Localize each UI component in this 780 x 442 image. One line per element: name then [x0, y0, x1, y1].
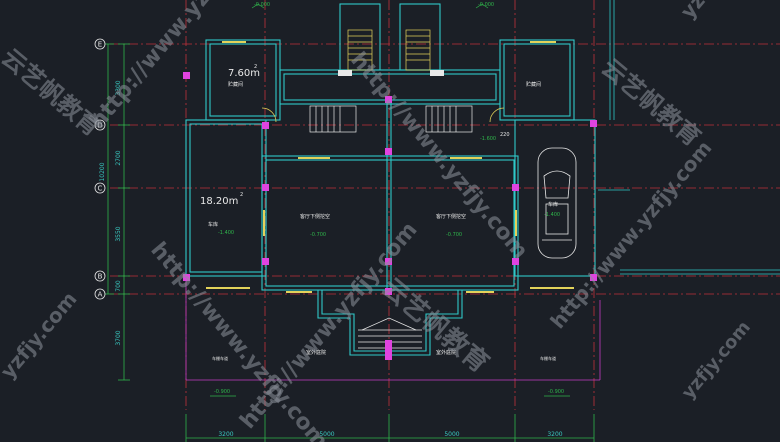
step-dim-label: 220 [500, 132, 510, 138]
watermark-url-5: http://www.yzfjy.com [545, 136, 716, 333]
dim-left-4: 700 [115, 280, 122, 292]
dim-bottom-1: 3200 [218, 431, 233, 438]
watermark-short-3: yzfjy.com [678, 317, 755, 403]
level-ext-left: -0.900 [214, 389, 230, 395]
level-stair-right: -1.600 [480, 136, 496, 142]
room-label-basement-left: 客厅下侧挖空 [300, 213, 330, 220]
area-storage-sup: 2 [254, 64, 257, 70]
grid-label-a: A [98, 291, 103, 299]
level-basement-right: -0.700 [446, 232, 462, 238]
watermark-brand-1: 云艺帆教育 [0, 43, 106, 142]
dim-left-5: 3700 [115, 330, 122, 345]
room-label-yard-right: 室外庭院 [436, 349, 456, 356]
room-label-basement-right: 客厅下侧挖空 [436, 213, 466, 220]
room-label-yard-left: 室外庭院 [306, 349, 326, 356]
room-label-storage-left: 贮藏间 [228, 81, 243, 88]
dim-bottom-2: 5000 [319, 431, 334, 438]
area-storage: 7.60m [228, 68, 260, 79]
room-label-garage-right: 车库 [548, 201, 558, 208]
level-basement-left: -0.700 [310, 232, 326, 238]
watermark-url-4: http://www.yzfjy.com [235, 218, 422, 434]
level-top-right: -0.000 [478, 2, 494, 8]
watermark-short-1: yzfjy.com [675, 0, 761, 23]
bottom-dimension-chain [185, 414, 595, 442]
dim-left-3: 3550 [115, 226, 122, 241]
grid-bubble-e [94, 38, 106, 50]
grid-label-b: B [98, 273, 103, 281]
left-dimension-chain [102, 43, 130, 381]
area-garage: 18.20m [200, 196, 238, 207]
level-garage-left: -1.400 [218, 230, 234, 236]
grid-bubble-d [94, 119, 106, 131]
dim-left-2: 2700 [115, 150, 122, 165]
watermark-url-1: http://www.yzfjy.com [85, 0, 272, 134]
watermark-short-2: yzfjy.com [0, 287, 82, 383]
dim-left-1: 3300 [115, 80, 122, 95]
level-garage-right: -1.400 [544, 212, 560, 218]
room-label-parking-left: 车棚车道 [212, 355, 228, 361]
level-top-left: -0.000 [254, 2, 270, 8]
area-garage-sup: 2 [240, 192, 243, 198]
room-label-storage-right: 贮藏间 [526, 81, 541, 88]
watermark-layer: http://www.yzfjy.com http://www.yzfjy.co… [0, 0, 762, 442]
grid-bubble-a [94, 288, 106, 300]
watermark-brand-3: 云艺帆教育 [596, 53, 706, 152]
dim-left-total: 10200 [99, 162, 106, 181]
grid-bubble-c [94, 182, 106, 194]
dim-bottom-4: 3200 [547, 431, 562, 438]
level-ext-right: -0.900 [548, 389, 564, 395]
grid-bubble-b [94, 270, 106, 282]
room-label-parking-right: 车棚车道 [540, 355, 556, 361]
car-symbol [537, 147, 577, 259]
watermark-brand-2: 云艺帆教育 [376, 272, 496, 379]
grid-label-c: C [98, 185, 103, 193]
dim-bottom-3: 5000 [444, 431, 459, 438]
room-label-garage-left: 车库 [208, 221, 218, 228]
grid-label-e: E [98, 41, 102, 49]
grid-label-d: D [97, 122, 102, 130]
